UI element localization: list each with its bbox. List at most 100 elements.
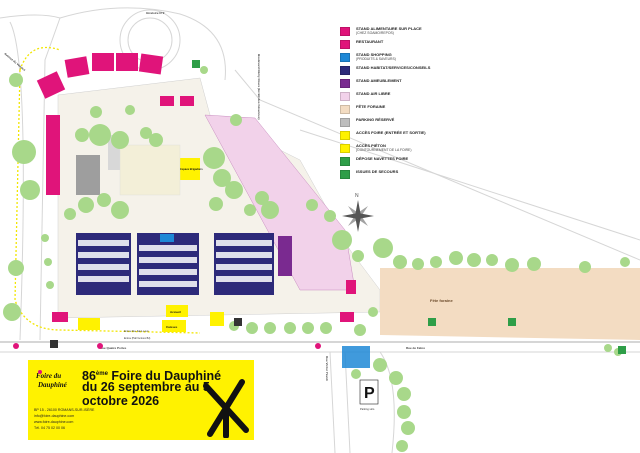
stand-grid-middle (137, 233, 199, 295)
legend-label: Restaurant (356, 39, 383, 44)
legend-label-sub: (Chez Soamo/Repos) (356, 31, 394, 35)
legend-label-main: Issues de secours (356, 169, 399, 174)
legend-label: Fête foraine (356, 104, 385, 109)
legend-label-main: Accès piéton (356, 143, 386, 148)
hall-grey (76, 155, 100, 195)
legend-label-main: Stand ameublement (356, 78, 402, 83)
legend-swatch (340, 131, 350, 140)
legend-label-main: Dépose navettes foire (356, 156, 409, 161)
legend-swatch (340, 40, 350, 49)
legend-swatch (340, 79, 350, 88)
road-quatre-portes: Rue Quatre Portes (100, 346, 127, 350)
accueil-label: Accueil (170, 310, 181, 314)
parking-area (342, 346, 370, 368)
food-stalls-top (36, 53, 356, 322)
fete-foraine-area (380, 268, 640, 340)
legend-label-main: Parking réservé (356, 117, 395, 122)
parking-sign (359, 379, 379, 405)
north-compass (342, 200, 374, 232)
legend-label: Stand habitat/services/conseils (356, 65, 430, 70)
legend-label-sub: (Produits & Saveurs) (356, 57, 396, 61)
trees (3, 66, 630, 452)
legend-label-sub: (Contournement de la foire) (356, 148, 412, 152)
caisses-box (162, 320, 186, 332)
legend-item: Parking réservé (340, 117, 490, 127)
legend-item: Dépose navettes foire (340, 156, 490, 166)
road-giratoire: Giratoire N°2 (146, 11, 165, 15)
legend-item: Accès piéton(Contournement de la foire) (340, 143, 490, 153)
espace-brigadiers-label: Espace Brigadiers (180, 167, 203, 171)
entrance-marker-left (78, 318, 100, 330)
legend-swatch (340, 144, 350, 153)
banner-web[interactable]: www.foire-dauphine.com (34, 420, 74, 424)
legend-item: Fête foraine (340, 104, 490, 114)
legend-item: Restaurant (340, 39, 490, 49)
legend-swatch (340, 157, 350, 166)
banner-edition: 86 (82, 369, 96, 384)
entree-2-label: Entrée (Hall Ventoux Bd) (124, 337, 151, 340)
legend-label: Accès piéton(Contournement de la foire) (356, 143, 411, 153)
legend-swatch (340, 53, 350, 62)
shuttle-markers (50, 60, 626, 354)
fete-foraine-label: Fête foraine (430, 298, 453, 303)
north-label: N (355, 193, 359, 199)
stand-grid-right (214, 233, 292, 295)
legend-label: Accès foire (entrée et sortie) (356, 130, 426, 135)
hall-center (119, 144, 181, 196)
legend-label-main: Accès foire (entrée et sortie) (356, 130, 426, 135)
banner-address: BP 15 - 26100 ROMANS-SUR-ISÈRE (34, 408, 95, 412)
legend-swatch (340, 92, 350, 101)
legend-item: Stand shopping(Produits & Saveurs) (340, 52, 490, 62)
legend-label-main: Stand shopping (356, 52, 392, 57)
banner-dates: du 26 septembre au 5 octobre 2026 (82, 380, 210, 408)
legend-label: Stand shopping(Produits & Saveurs) (356, 52, 396, 62)
legend: Stand alimentaire sur place(Chez Soamo/R… (340, 26, 490, 182)
legend-swatch (340, 170, 350, 179)
legend-label: Dépose navettes foire (356, 156, 408, 161)
legend-label: Stand ameublement (356, 78, 402, 83)
legend-label-main: Stand air libre (356, 91, 391, 96)
legend-swatch (340, 66, 350, 75)
legend-label-main: Fête foraine (356, 104, 386, 109)
legend-label-main: Restaurant (356, 39, 384, 44)
road-boulevard: Boulevard Rémy Roure (Ex Bd des Cévennes… (257, 54, 261, 120)
legend-item: Stand air libre (340, 91, 490, 101)
info-banner: Foire du Dauphiné 86ème Foire du Dauphin… (28, 360, 254, 440)
banner-edition-sup: ème (95, 371, 108, 377)
parking-letter: P (364, 385, 375, 402)
banner-email[interactable]: info@foire-dauphine.com (34, 414, 75, 418)
legend-item: Stand ameublement (340, 78, 490, 88)
legend-item: Stand habitat/services/conseils (340, 65, 490, 75)
legend-item: Accès foire (entrée et sortie) (340, 130, 490, 140)
svg-text:Dauphiné: Dauphiné (37, 381, 68, 389)
banner-graphic-icon (203, 379, 249, 438)
legend-item: Stand alimentaire sur place(Chez Soamo/R… (340, 26, 490, 36)
legend-item: Issues de secours (340, 169, 490, 179)
legend-label: Parking réservé (356, 117, 394, 122)
road-fabre: Rue de Fabre (406, 346, 425, 350)
legend-label-main: Stand habitat/services/conseils (356, 65, 431, 70)
foire-logo-icon: Foire du Dauphiné (36, 370, 68, 389)
accueil-box (166, 305, 188, 317)
legend-label: Stand alimentaire sur place(Chez Soamo/R… (356, 26, 422, 36)
legend-swatch (340, 118, 350, 127)
banner-title: 86ème Foire du Dauphiné (82, 368, 221, 383)
legend-label: Issues de secours (356, 169, 398, 174)
road-yzardi: Rue Victor Yzardi (325, 356, 329, 381)
legend-label-main: Stand alimentaire sur place (356, 26, 422, 31)
entree-1-label: Entrée Rue Saint-Louis (124, 330, 150, 333)
legend-swatch (340, 105, 350, 114)
pedestrian-route (14, 46, 201, 334)
caisses-label: Caisses (166, 325, 178, 329)
parking-caption: Parking vélo (360, 407, 375, 411)
legend-label: Stand air libre (356, 91, 390, 96)
legend-swatch (340, 27, 350, 36)
banner-title-rest: Foire du Dauphiné (107, 369, 222, 384)
emergency-exits (13, 343, 321, 349)
svg-text:Foire du: Foire du (36, 372, 61, 380)
roads (0, 7, 640, 453)
entrance-marker-right (210, 312, 224, 326)
banner-tel: Tél. 04 75 02 00 06 (34, 426, 65, 430)
stand-grid-left (76, 233, 131, 295)
